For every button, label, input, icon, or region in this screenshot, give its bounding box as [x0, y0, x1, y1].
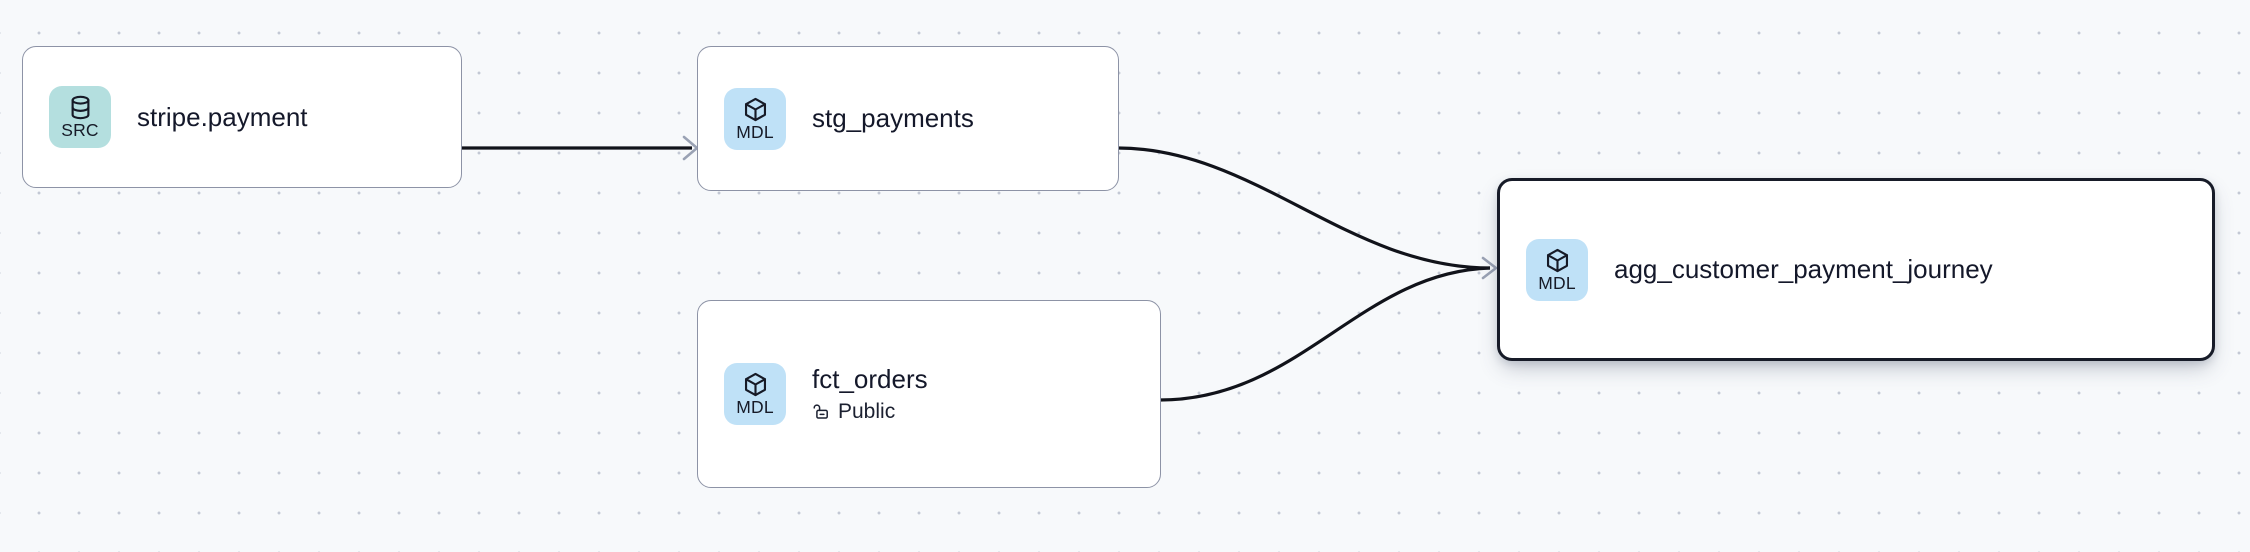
badge-mdl: MDL [724, 87, 786, 150]
node-visibility: Public [812, 400, 928, 424]
badge-label: SRC [61, 120, 99, 141]
node-visibility-label: Public [838, 399, 896, 423]
badge-src: SRC [49, 86, 111, 148]
badge-label: MDL [736, 121, 774, 142]
arrowhead-stg-payments [682, 135, 699, 161]
badge-mdl: MDL [1526, 238, 1588, 301]
database-icon [71, 95, 89, 120]
cube-icon [744, 373, 766, 397]
node-title: stg_payments [812, 103, 974, 134]
node-title: stripe.payment [137, 101, 308, 132]
badge-label: MDL [1538, 272, 1576, 293]
node-body: stg_payments [812, 103, 974, 134]
cube-icon [744, 97, 766, 121]
node-body: stripe.payment [137, 102, 308, 133]
node-body: agg_customer_payment_journey [1614, 254, 1993, 285]
cube-icon [1546, 248, 1568, 272]
unlock-icon [813, 404, 828, 420]
arrowhead-agg [1481, 256, 1498, 280]
node-stg-payments[interactable]: MDL stg_payments [697, 46, 1119, 191]
edge-fct-orders-to-agg [1159, 266, 1491, 402]
node-fct-orders[interactable]: MDL fct_orders Public [697, 300, 1161, 488]
node-stripe-payment[interactable]: SRC stripe.payment [22, 46, 462, 188]
edge-stg-payments-to-agg [1117, 146, 1491, 270]
badge-label: MDL [736, 397, 774, 418]
node-body: fct_orders Public [812, 364, 928, 424]
node-agg-customer-payment-journey[interactable]: MDL agg_customer_payment_journey [1497, 178, 2215, 361]
badge-mdl: MDL [724, 363, 786, 425]
node-title: fct_orders [812, 364, 928, 395]
node-title: agg_customer_payment_journey [1614, 254, 1993, 285]
